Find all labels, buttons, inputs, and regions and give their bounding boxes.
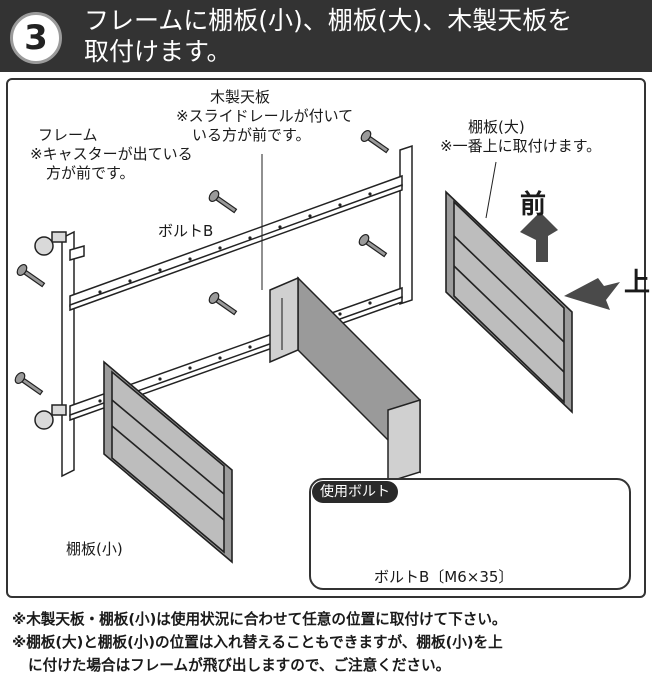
- shelf-large-label-note: ※一番上に取付けます。: [440, 137, 602, 155]
- note-line-1: ※木製天板・棚板(小)は使用状況に合わせて任意の位置に取付けて下さい。: [12, 611, 507, 628]
- wood-top-label: 木製天板 ※スライドレールが付いて いる方が前です。: [176, 88, 353, 145]
- step-header: 3 フレームに棚板(小)、棚板(大)、木製天板を 取付けます。: [0, 0, 652, 72]
- step-number-badge: 3: [10, 12, 62, 64]
- leader-lines: [261, 154, 497, 290]
- frame-label-title: フレーム: [38, 126, 98, 144]
- shelf-small-label: 棚板(小): [66, 540, 123, 558]
- bolt-info-caption: ボルトB〔M6×35〕: [374, 568, 514, 586]
- note-line-3: に付けた場合はフレームが飛び出しますので、ご注意ください。: [28, 657, 451, 674]
- shelf-large-label-title: 棚板(大): [468, 118, 525, 136]
- small-shelf-panel: [103, 360, 233, 564]
- shelf-large-label: 棚板(大) ※一番上に取付けます。: [440, 118, 601, 156]
- bolt-icons: [14, 129, 390, 396]
- frame-label-note1: ※キャスターが出ている: [30, 145, 193, 163]
- bolt-b-label: ボルトB: [158, 222, 214, 240]
- step-title-line1: フレームに棚板(小)、棚板(大)、木製天板を: [84, 6, 573, 35]
- wood-top-label-title: 木製天板: [210, 88, 271, 106]
- up-direction-label: 上: [624, 268, 651, 298]
- illustration-frame: [6, 78, 646, 598]
- wood-top-label-note1: ※スライドレールが付いて: [176, 107, 354, 125]
- step-title: フレームに棚板(小)、棚板(大)、木製天板を 取付けます。: [84, 5, 572, 67]
- note-line-2: ※棚板(大)と棚板(小)の位置は入れ替えることもできますが、棚板(小)を上: [12, 634, 503, 651]
- step-title-line2: 取付けます。: [84, 37, 232, 66]
- front-direction-label: 前: [520, 190, 547, 220]
- large-shelf-panel: [445, 190, 573, 414]
- frame-label-note2: 方が前です。: [46, 164, 135, 182]
- front-arrow-icon: [520, 212, 558, 262]
- notes: ※木製天板・棚板(小)は使用状況に合わせて任意の位置に取付けて下さい。 ※棚板(…: [12, 608, 642, 677]
- wood-top-panel: [269, 276, 421, 484]
- frame-label: フレーム ※キャスターが出ている 方が前です。: [30, 126, 193, 183]
- bolt-info-badge: 使用ボルト: [312, 481, 398, 503]
- up-arrow-icon: [564, 278, 620, 310]
- wood-top-label-note2: いる方が前です。: [192, 126, 311, 144]
- caster-wheel-icon: [34, 231, 67, 430]
